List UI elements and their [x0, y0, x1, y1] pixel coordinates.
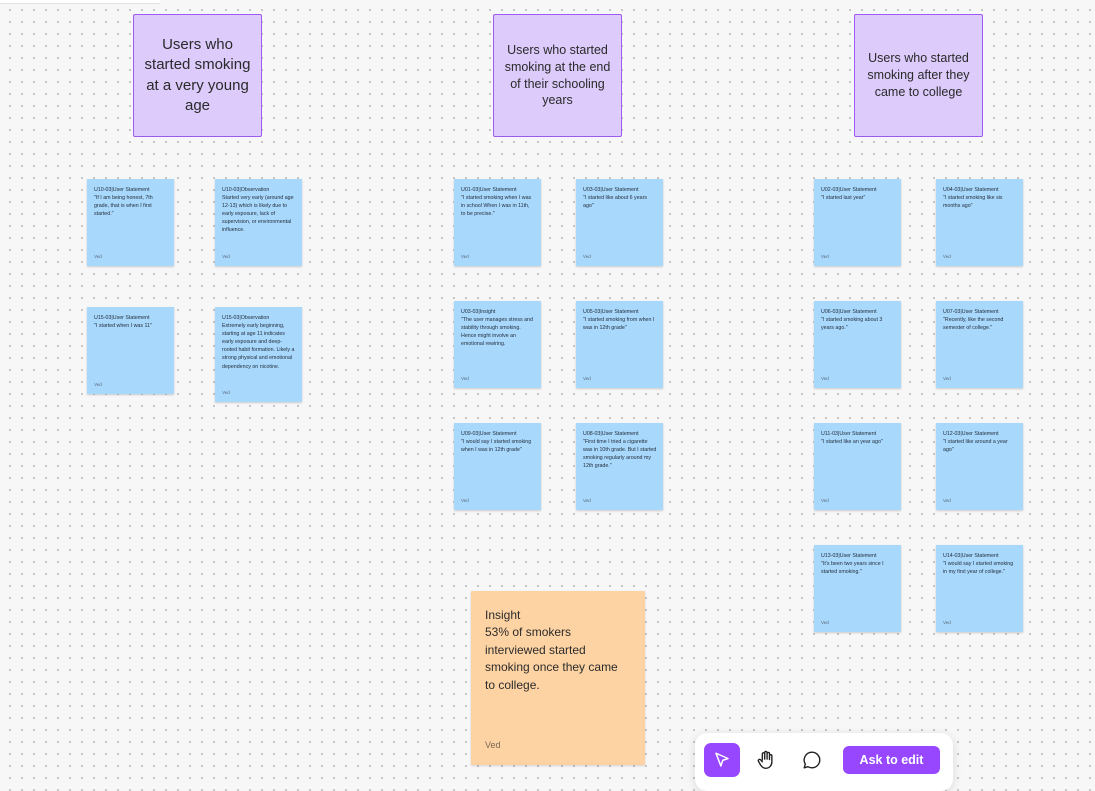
sticky-text: "I would say I started smoking when I wa…: [461, 438, 532, 453]
sticky-note[interactable]: U07-03|User Statement "Recently, like th…: [936, 301, 1023, 388]
sticky-text: "I would say I started smoking in my fir…: [943, 560, 1014, 575]
sticky-title: U08-03|User Statement: [583, 431, 639, 437]
sticky-note[interactable]: U15-03|Observation Extremely early begin…: [215, 307, 302, 402]
sticky-title: U07-03|User Statement: [943, 309, 999, 315]
sticky-note[interactable]: U10-03|User Statement "If I am being hon…: [87, 179, 174, 266]
sticky-title: U03-03|Insight: [461, 309, 496, 315]
sticky-text: "It's been two years since I started smo…: [821, 560, 884, 575]
sticky-author: Ved: [222, 390, 230, 395]
sticky-note[interactable]: U14-03|User Statement "I would say I sta…: [936, 545, 1023, 632]
header-card-text: Users who started smoking after they cam…: [867, 51, 970, 99]
comment-icon: [803, 751, 821, 769]
sticky-note[interactable]: U05-03|User Statement "I started smoking…: [576, 301, 663, 388]
sticky-author: Ved: [821, 376, 829, 381]
sticky-title: U03-03|User Statement: [583, 187, 639, 193]
sticky-author: Ved: [943, 376, 951, 381]
sticky-author: Ved: [583, 376, 591, 381]
sticky-text: "I started last year": [821, 194, 866, 201]
insight-text: Insight 53% of smokers interviewed start…: [485, 608, 618, 692]
sticky-text: "If I am being honest, 7th grade, that i…: [94, 194, 153, 218]
sticky-title: U15-03|Observation: [222, 315, 270, 321]
sticky-text: "I started smoking when I was in school …: [461, 194, 532, 218]
sticky-title: U13-03|User Statement: [821, 553, 877, 559]
sticky-author: Ved: [821, 254, 829, 259]
sticky-title: U01-03|User Statement: [461, 187, 517, 193]
sticky-note[interactable]: U15-03|User Statement "I started when I …: [87, 307, 174, 394]
sticky-author: Ved: [583, 498, 591, 503]
sticky-note[interactable]: U03-03|User Statement "I started like ab…: [576, 179, 663, 266]
sticky-note[interactable]: U03-03|Insight "The user manages stress …: [454, 301, 541, 388]
sticky-title: U02-03|User Statement: [821, 187, 877, 193]
hand-icon: [757, 750, 773, 769]
header-card-text: Users who started smoking at the end of …: [504, 42, 611, 108]
sticky-note[interactable]: U11-03|User Statement "I started like an…: [814, 423, 901, 510]
pointer-icon: [715, 752, 729, 767]
sticky-title: U12-03|User Statement: [943, 431, 999, 437]
sticky-note[interactable]: U12-03|User Statement "I started like ar…: [936, 423, 1023, 510]
hand-tool-button[interactable]: [748, 743, 784, 777]
sticky-author: Ved: [94, 382, 102, 387]
sticky-author: Ved: [583, 254, 591, 259]
sticky-title: U06-03|User Statement: [821, 309, 877, 315]
ask-to-edit-button[interactable]: Ask to edit: [843, 746, 940, 774]
sticky-title: U05-03|User Statement: [583, 309, 639, 315]
sticky-author: Ved: [222, 254, 230, 259]
header-card-college[interactable]: Users who started smoking after they cam…: [854, 14, 983, 137]
comment-tool-button[interactable]: [794, 743, 830, 777]
sticky-author: Ved: [461, 254, 469, 259]
sticky-text: "Recently, like the second semester of c…: [943, 316, 1004, 331]
sticky-author: Ved: [821, 498, 829, 503]
insight-sticky-note[interactable]: Insight 53% of smokers interviewed start…: [471, 591, 645, 765]
pointer-tool-button[interactable]: [704, 743, 740, 777]
sticky-title: U10-03|User Statement: [94, 187, 150, 193]
sticky-author: Ved: [461, 498, 469, 503]
sticky-text: "I started like around a year ago": [943, 438, 1008, 453]
sticky-text: "I started smoking like six months ago": [943, 194, 1003, 209]
sticky-note[interactable]: U10-03|Observation Started very early (a…: [215, 179, 302, 266]
sticky-text: Started very early (around age 12-13) wh…: [222, 194, 294, 234]
sticky-note[interactable]: U01-03|User Statement "I started smoking…: [454, 179, 541, 266]
sticky-text: "The user manages stress and stability t…: [461, 316, 533, 348]
header-card-young-age[interactable]: Users who started smoking at a very youn…: [133, 14, 262, 137]
sticky-author: Ved: [821, 620, 829, 625]
sticky-note[interactable]: U08-03|User Statement "First time I trie…: [576, 423, 663, 510]
sticky-author: Ved: [943, 254, 951, 259]
sticky-text: "I started like about 6 years ago": [583, 194, 648, 209]
sticky-author: Ved: [943, 498, 951, 503]
sticky-note[interactable]: U09-03|User Statement "I would say I sta…: [454, 423, 541, 510]
sticky-note[interactable]: U13-03|User Statement "It's been two yea…: [814, 545, 901, 632]
header-card-text: Users who started smoking at a very youn…: [144, 36, 251, 114]
sticky-text: "I started smoking from when I was in 12…: [583, 316, 655, 331]
sticky-title: U15-03|User Statement: [94, 315, 150, 321]
sticky-text: "First time I tried a cigarette was in 1…: [583, 438, 657, 470]
insight-author: Ved: [485, 740, 501, 750]
sticky-text: "I started when I was 11": [94, 322, 152, 329]
sticky-text: "I started like an year ago": [821, 438, 883, 445]
sticky-title: U14-03|User Statement: [943, 553, 999, 559]
sticky-author: Ved: [943, 620, 951, 625]
bottom-toolbar: Ask to edit: [695, 733, 953, 791]
sticky-note[interactable]: U06-03|User Statement "I started smoking…: [814, 301, 901, 388]
sticky-title: U04-03|User Statement: [943, 187, 999, 193]
canvas-top-strip: [0, 0, 160, 4]
header-card-end-of-school[interactable]: Users who started smoking at the end of …: [493, 14, 622, 137]
sticky-note[interactable]: U04-03|User Statement "I started smoking…: [936, 179, 1023, 266]
sticky-author: Ved: [94, 254, 102, 259]
sticky-note[interactable]: U02-03|User Statement "I started last ye…: [814, 179, 901, 266]
sticky-text: Extremely early beginning, starting at a…: [222, 322, 295, 370]
sticky-author: Ved: [461, 376, 469, 381]
sticky-text: "I started smoking about 3 years ago.": [821, 316, 883, 331]
sticky-title: U09-03|User Statement: [461, 431, 517, 437]
sticky-title: U11-03|User Statement: [821, 431, 877, 437]
sticky-title: U10-03|Observation: [222, 187, 270, 193]
